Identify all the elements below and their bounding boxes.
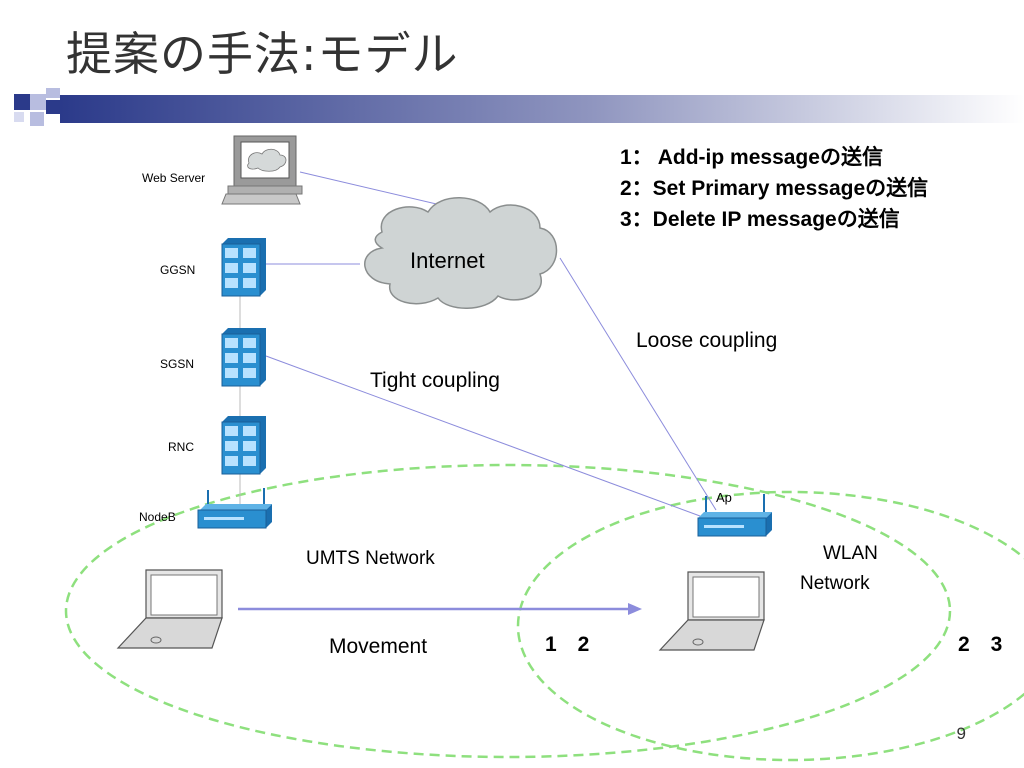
- step-1-text: 1： Add-ip messageの送信: [620, 146, 883, 169]
- link-internet-ap: [559, 257, 717, 511]
- wlan-network-ellipse: [516, 490, 1024, 762]
- header-gradient-bar: [14, 88, 1024, 126]
- web-server-icon: [221, 135, 303, 205]
- nodeb-antenna-icon: [197, 488, 272, 529]
- umts-network-ellipse: [64, 463, 952, 759]
- movement-label: Movement: [329, 635, 428, 658]
- tight-coupling-label: Tight coupling: [370, 369, 500, 392]
- step-3-text: 3：Delete IP messageの送信: [620, 208, 900, 231]
- movement-arrow-icon: [238, 603, 642, 615]
- nodeb-label: NodeB: [139, 510, 176, 524]
- sgsn-icon: [221, 328, 266, 387]
- ggsn-label: GGSN: [160, 263, 196, 277]
- umts-network-label: UMTS Network: [306, 548, 435, 569]
- rnc-icon: [221, 416, 266, 475]
- ap-antenna-icon: [697, 494, 772, 537]
- page-number: 9: [956, 724, 966, 743]
- internet-label: Internet: [410, 248, 485, 273]
- laptop-icon-umts: [116, 569, 223, 649]
- sgsn-label: SGSN: [160, 357, 195, 371]
- ggsn-icon: [221, 238, 266, 297]
- step-2-text: 2：Set Primary messageの送信: [620, 177, 929, 200]
- laptop-icon-wlan: [658, 571, 765, 651]
- loose-coupling-label: Loose coupling: [636, 329, 778, 352]
- message-steps-legend: 1： Add-ip messageの送信 2：Set Primary messa…: [620, 142, 928, 235]
- step-marker-right: 2 3: [958, 633, 1003, 656]
- ap-label: Ap: [716, 490, 732, 505]
- internet-cloud-icon: [364, 197, 558, 309]
- wlan-network-label-line2: Network: [800, 573, 870, 594]
- wlan-network-label-line1: WLAN: [823, 543, 878, 564]
- link-sgsn-ap: [265, 355, 701, 517]
- step-marker-center: 1 2: [545, 633, 590, 656]
- slide-title: 提案の手法:モデル: [66, 27, 459, 81]
- rnc-label: RNC: [168, 440, 194, 454]
- web-server-label: Web Server: [142, 171, 206, 185]
